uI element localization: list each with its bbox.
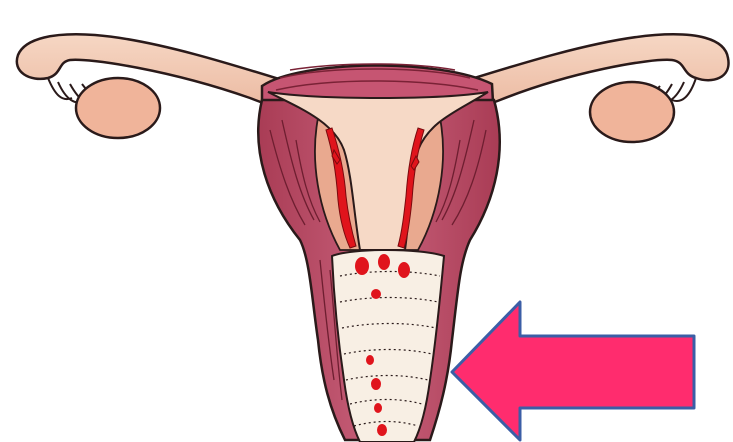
arrow-left-icon [452,302,694,440]
right-ovary [590,82,674,142]
left-ovary [76,78,160,138]
